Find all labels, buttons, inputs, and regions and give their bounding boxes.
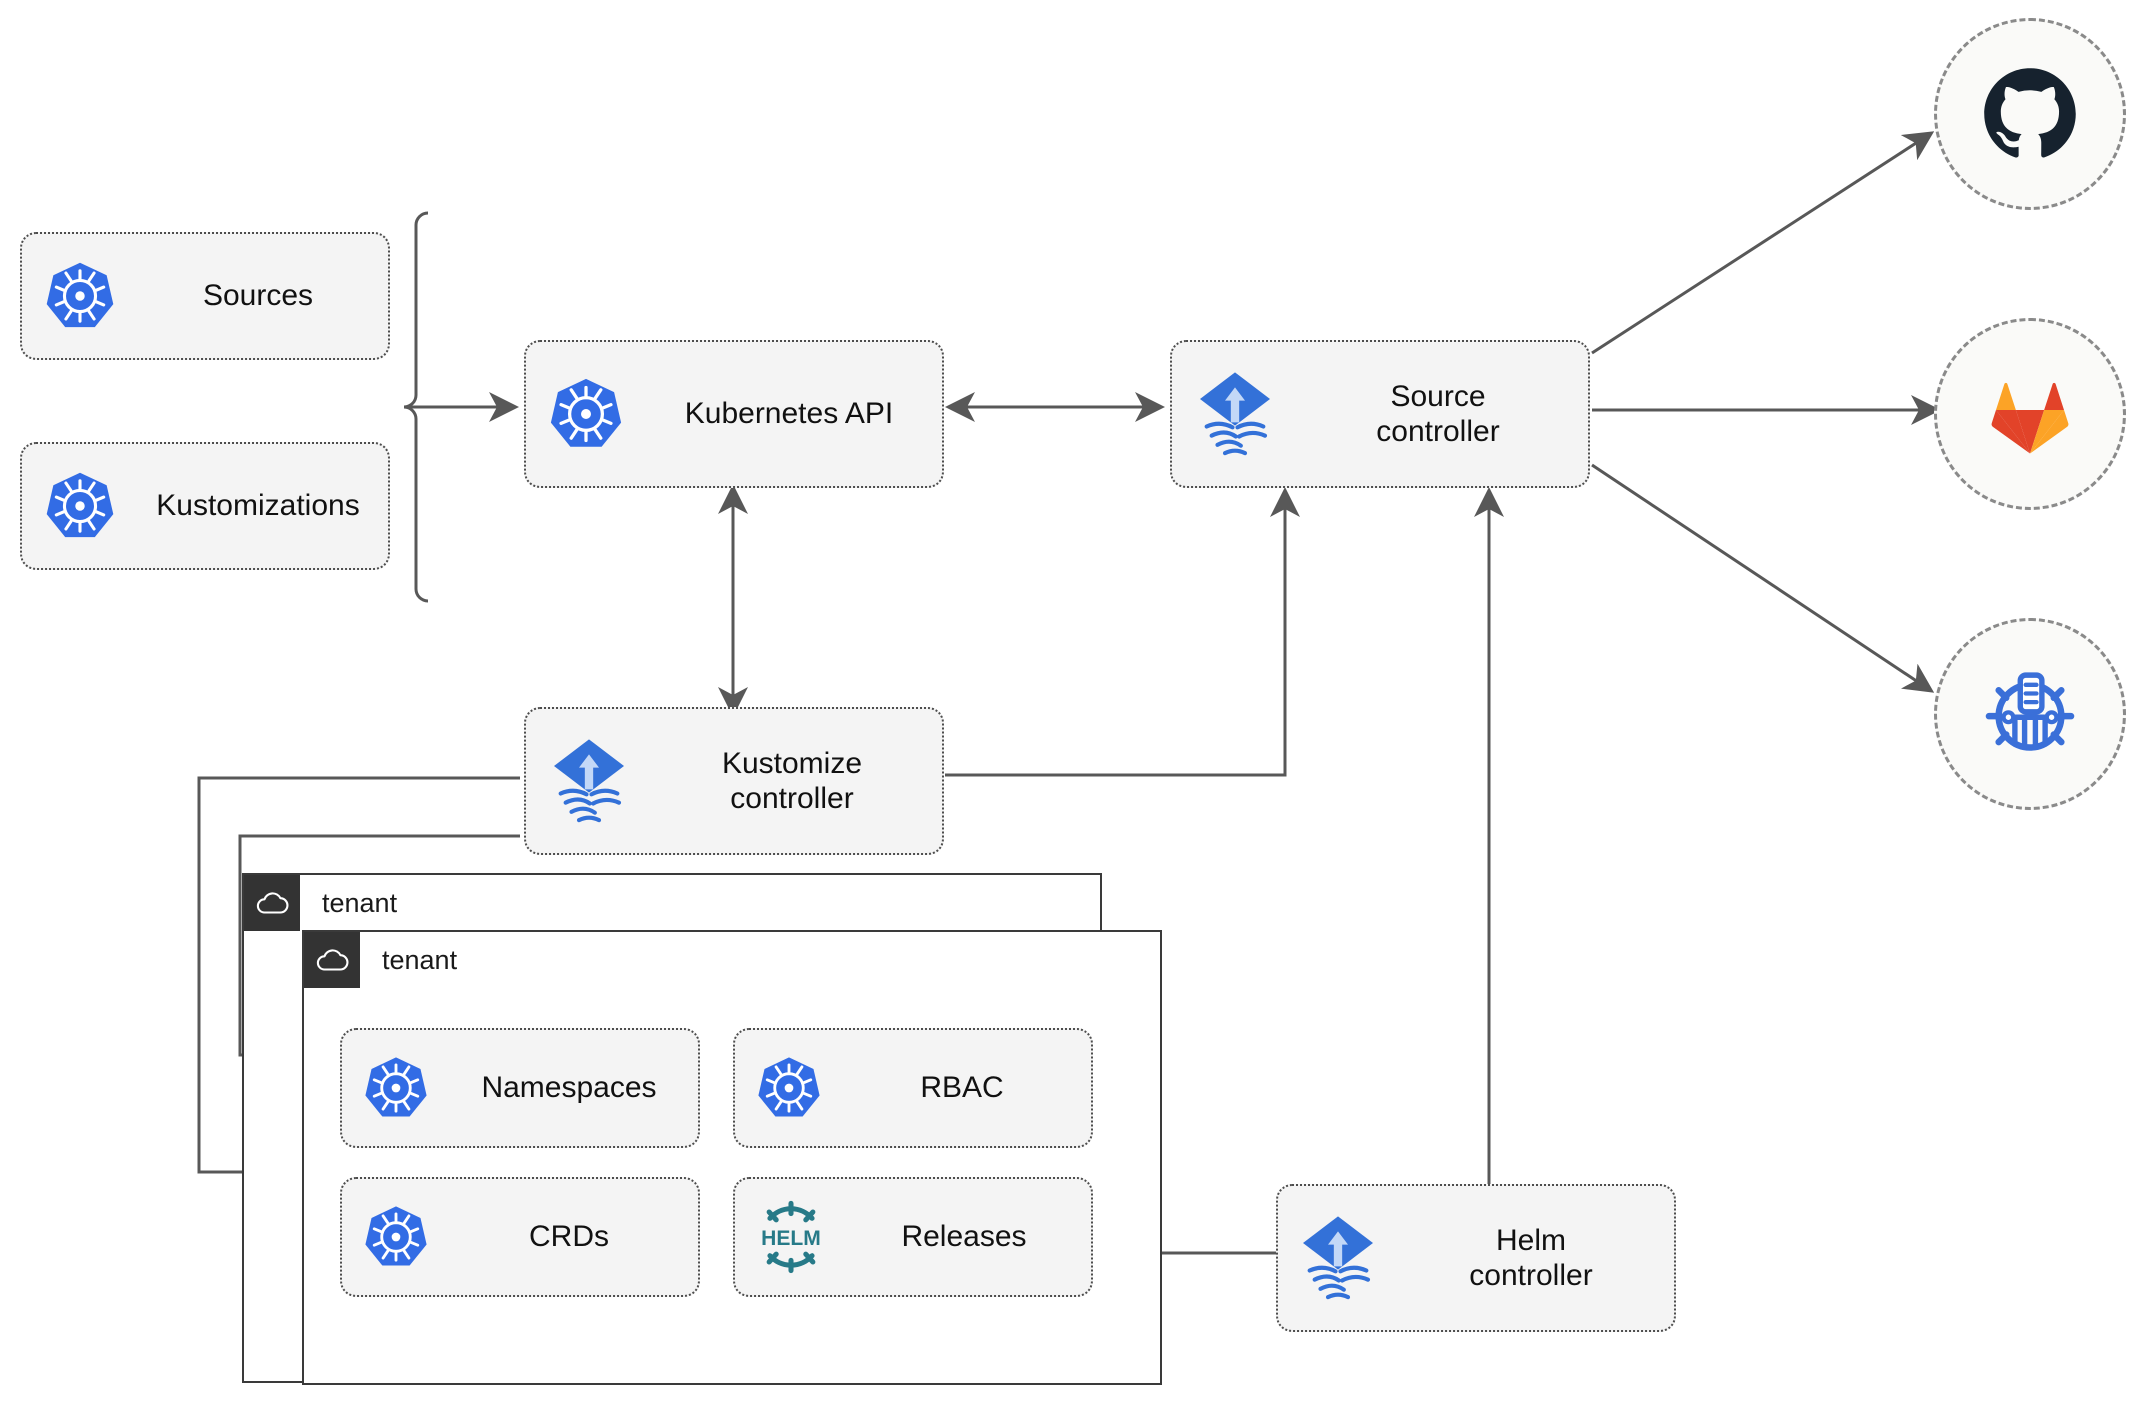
kubernetes-icon	[22, 259, 138, 333]
node-label-namespaces: Namespaces	[481, 1071, 657, 1105]
kubernetes-icon	[22, 469, 138, 543]
node-helm-controller[interactable]: Helm controller	[1276, 1184, 1676, 1332]
node-crds[interactable]: CRDs	[340, 1177, 700, 1297]
svg-text:HELM: HELM	[761, 1227, 821, 1250]
edge-source-to-github	[1591, 131, 1935, 355]
provider-helm-registry[interactable]	[1934, 618, 2126, 810]
provider-github[interactable]	[1934, 18, 2126, 210]
tenant-header-front: tenant	[304, 932, 457, 988]
provider-gitlab[interactable]	[1934, 318, 2126, 510]
edge-kustomize-to-source	[945, 487, 1300, 777]
flux-icon	[1278, 1213, 1398, 1303]
node-label-releases: Releases	[901, 1220, 1027, 1254]
node-label-kubernetes-api: Kubernetes API	[684, 397, 894, 431]
node-source-controller[interactable]: Source controller	[1170, 340, 1590, 488]
node-rbac[interactable]: RBAC	[733, 1028, 1093, 1148]
tenant-container-front: tenant	[302, 930, 1162, 1385]
node-kubernetes-api[interactable]: Kubernetes API	[524, 340, 944, 488]
edge-source-to-registry	[1591, 463, 1935, 693]
node-label-helm-controller: Helm controller	[1469, 1223, 1593, 1292]
flux-icon	[1172, 369, 1298, 459]
github-icon	[1984, 68, 2076, 158]
cloud-icon	[304, 932, 360, 988]
kubernetes-icon	[735, 1054, 843, 1122]
edge-bracket	[403, 211, 429, 603]
node-label-crds: CRDs	[529, 1220, 609, 1254]
kubernetes-icon	[342, 1054, 450, 1122]
gitlab-icon	[1991, 382, 2069, 454]
node-label-kustomizations: Kustomizations	[156, 489, 360, 523]
node-label-source-controller: Source controller	[1376, 379, 1500, 448]
node-releases[interactable]: HELM Releases	[733, 1177, 1093, 1297]
kubernetes-icon	[526, 375, 646, 453]
helm-icon: HELM	[735, 1198, 847, 1276]
node-kustomize-controller[interactable]: Kustomize controller	[524, 707, 944, 855]
tenant-label-back: tenant	[322, 887, 398, 918]
tenant-header-back: tenant	[244, 875, 397, 931]
node-label-rbac: RBAC	[920, 1071, 1004, 1105]
node-sources[interactable]: Sources	[20, 232, 390, 360]
node-label-kustomize-controller: Kustomize controller	[721, 746, 863, 815]
node-namespaces[interactable]: Namespaces	[340, 1028, 700, 1148]
kubernetes-icon	[342, 1203, 450, 1271]
tenant-label-front: tenant	[382, 944, 458, 975]
node-kustomizations[interactable]: Kustomizations	[20, 442, 390, 570]
flux-icon	[526, 736, 652, 826]
cloud-icon	[244, 875, 300, 931]
helm-registry-icon	[1985, 672, 2075, 751]
node-label-sources: Sources	[202, 279, 314, 313]
